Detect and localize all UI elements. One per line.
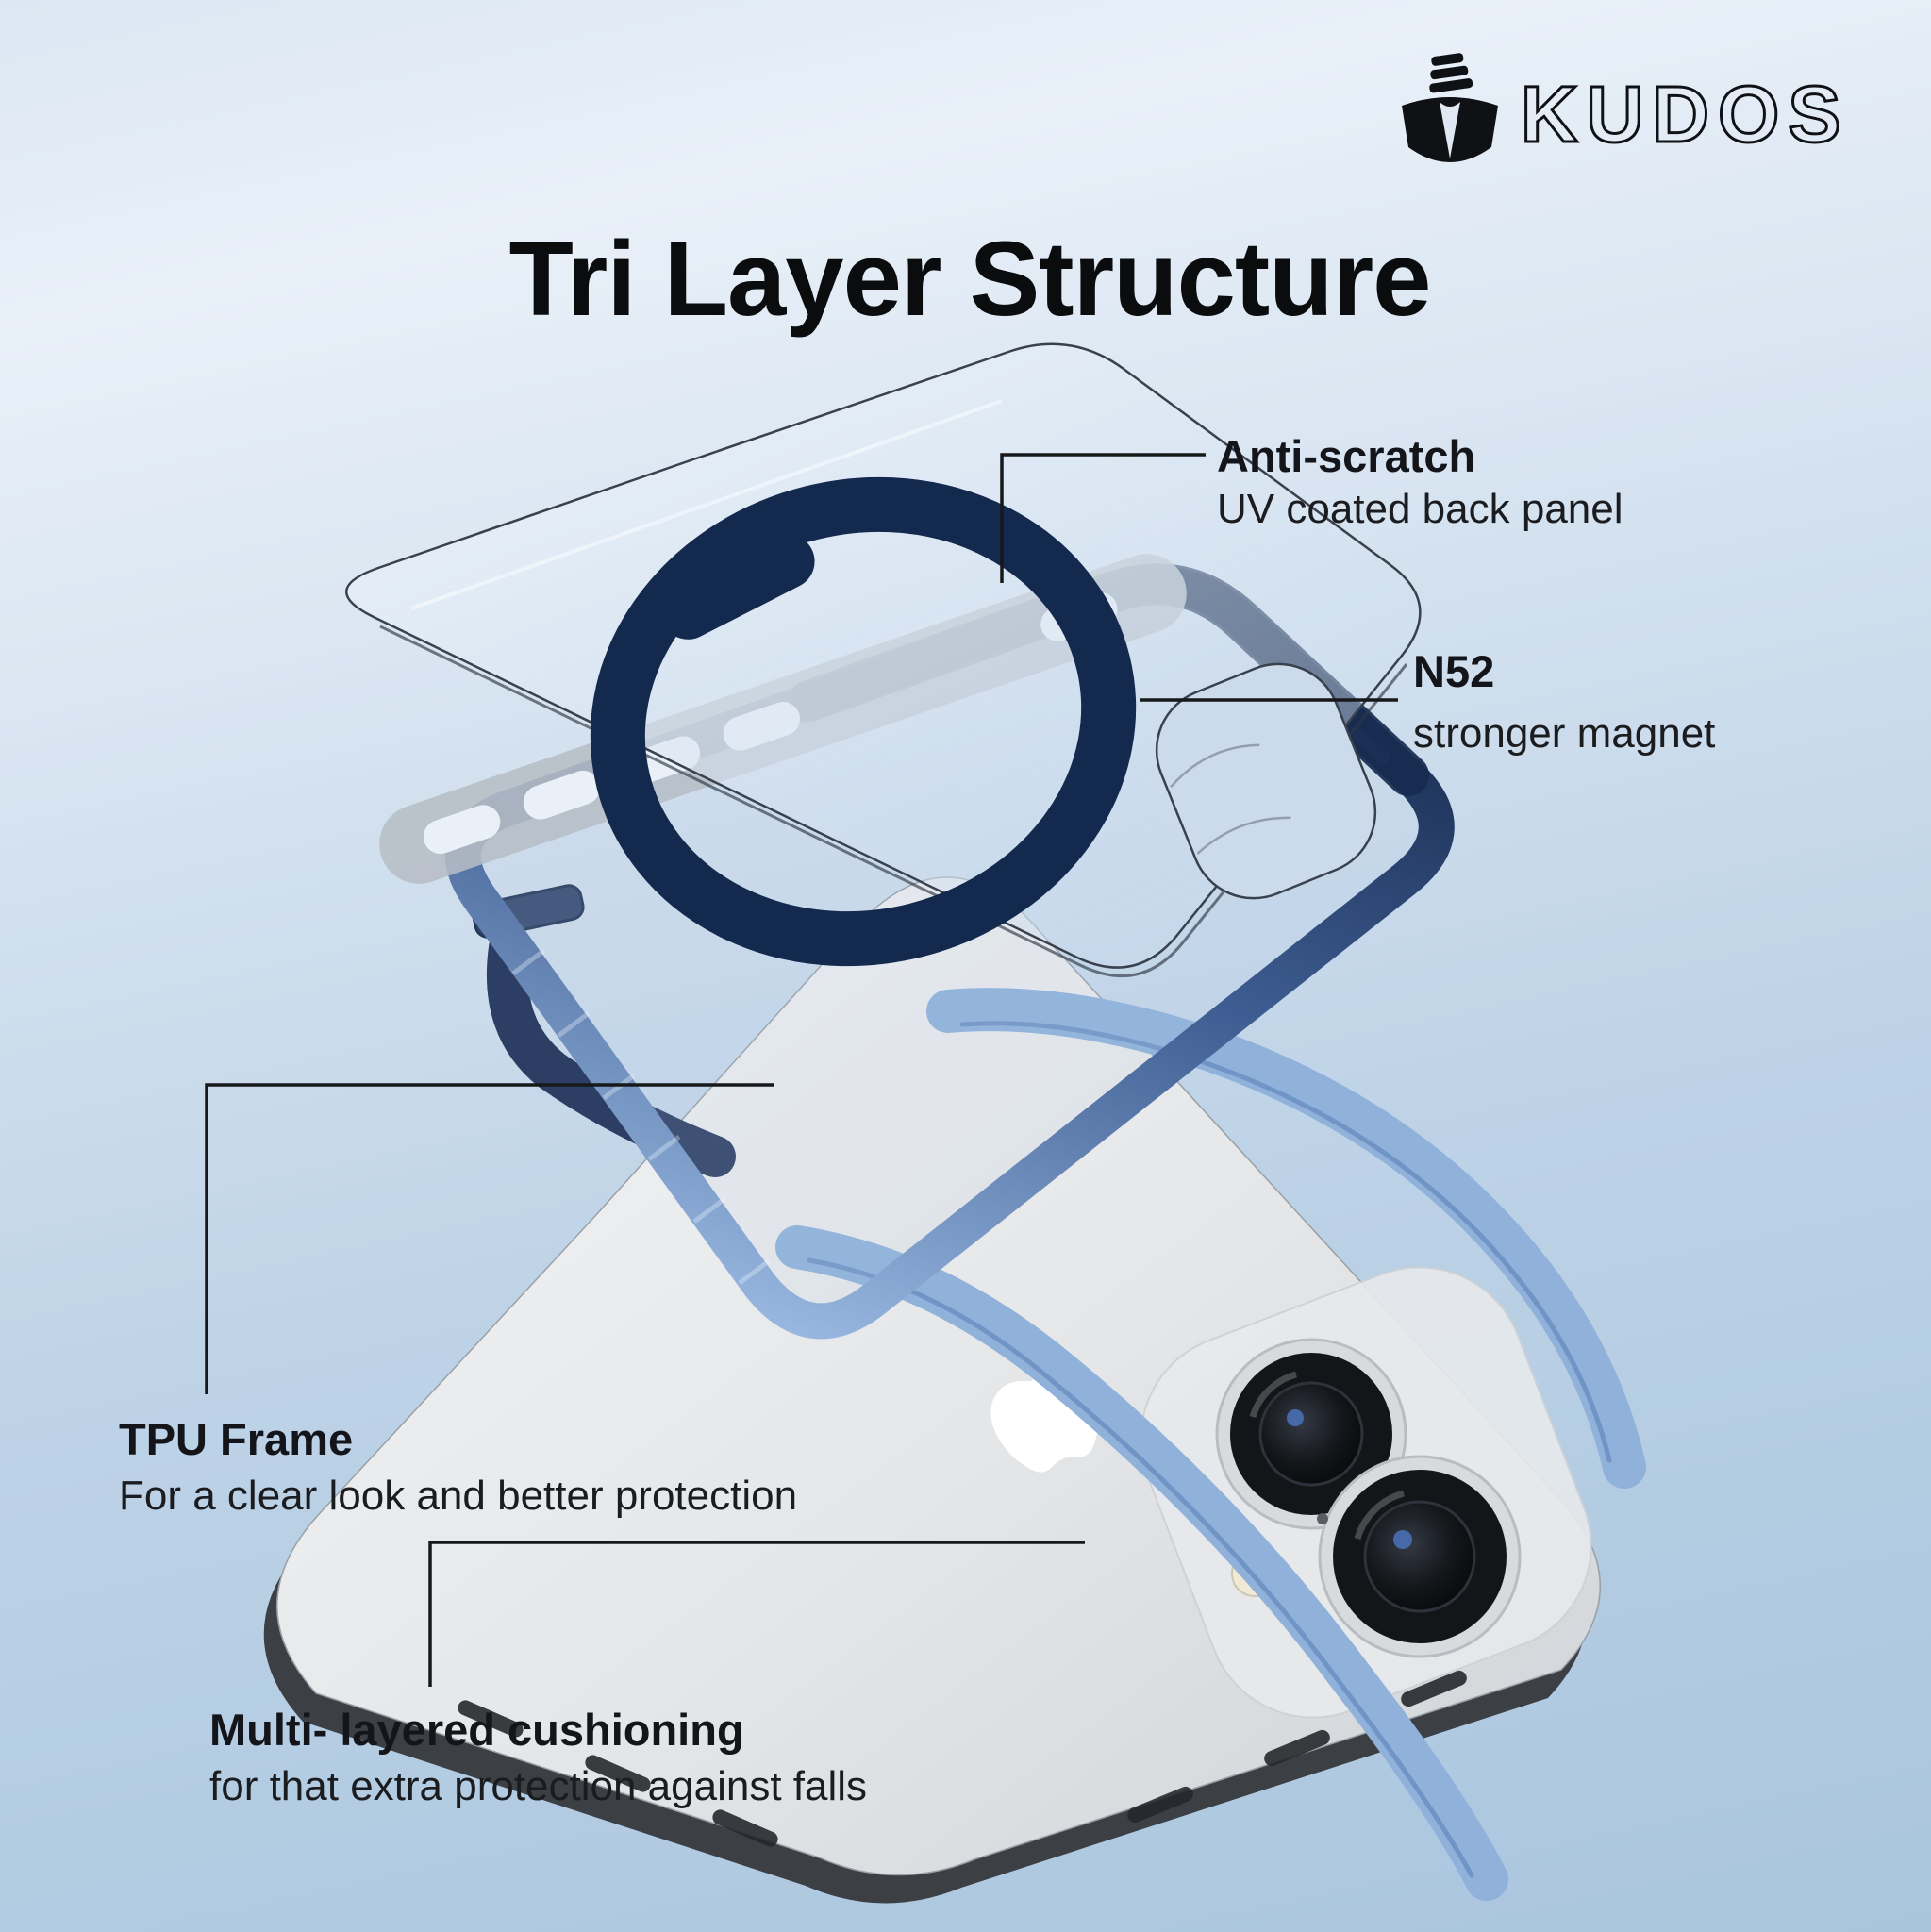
glass-thickness-edge [379,625,1408,978]
bumper-corner-upper-texture [959,1021,1612,1463]
bumper-corner-upper [926,988,1646,1489]
callout-line-tpu [205,1083,774,1394]
annotation-anti-scratch-subtitle: UV coated back panel [1217,486,1623,532]
annotation-tpu: TPU Frame For a clear look and better pr… [119,1414,797,1519]
callout-line-anti-scratch [1000,453,1206,583]
annotation-cushion-subtitle: for that extra protection against falls [209,1763,867,1809]
annotation-n52: N52 stronger magnet [1413,646,1715,757]
brand-logo: KUDOS [1402,53,1849,162]
page-title: Tri Layer Structure [509,220,1431,338]
annotation-tpu-subtitle: For a clear look and better protection [119,1473,797,1519]
bumper-corner-lower [775,1225,1508,1901]
annotation-cushion: Multi- layered cushioning for that extra… [209,1705,867,1809]
annotation-n52-subtitle: stronger magnet [1413,710,1715,757]
back-panel-layer [345,342,1422,978]
mic-dot [1317,1513,1328,1524]
phone-bottom-slots [458,1670,1467,1847]
glass-highlight [410,399,1003,610]
annotation-tpu-title: TPU Frame [119,1414,353,1464]
dagger-shield-icon [1402,53,1498,162]
frame-rib-texture [511,949,772,1285]
alignment-pill [660,534,815,640]
annotation-anti-scratch-title: Anti-scratch [1217,431,1475,481]
panel-camera-cutout [1155,662,1377,900]
bumper-corner-lower-texture [807,1257,1474,1878]
magsafe-ring [590,476,1137,967]
annotation-n52-title: N52 [1413,646,1494,696]
camera-lens-2 [1318,1455,1522,1658]
brand-logo-text: KUDOS [1521,70,1849,158]
annotation-anti-scratch: Anti-scratch UV coated back panel [1217,431,1623,532]
annotation-cushion-title: Multi- layered cushioning [209,1705,744,1755]
glass-panel [345,342,1422,969]
callout-line-cushion [428,1541,1085,1687]
